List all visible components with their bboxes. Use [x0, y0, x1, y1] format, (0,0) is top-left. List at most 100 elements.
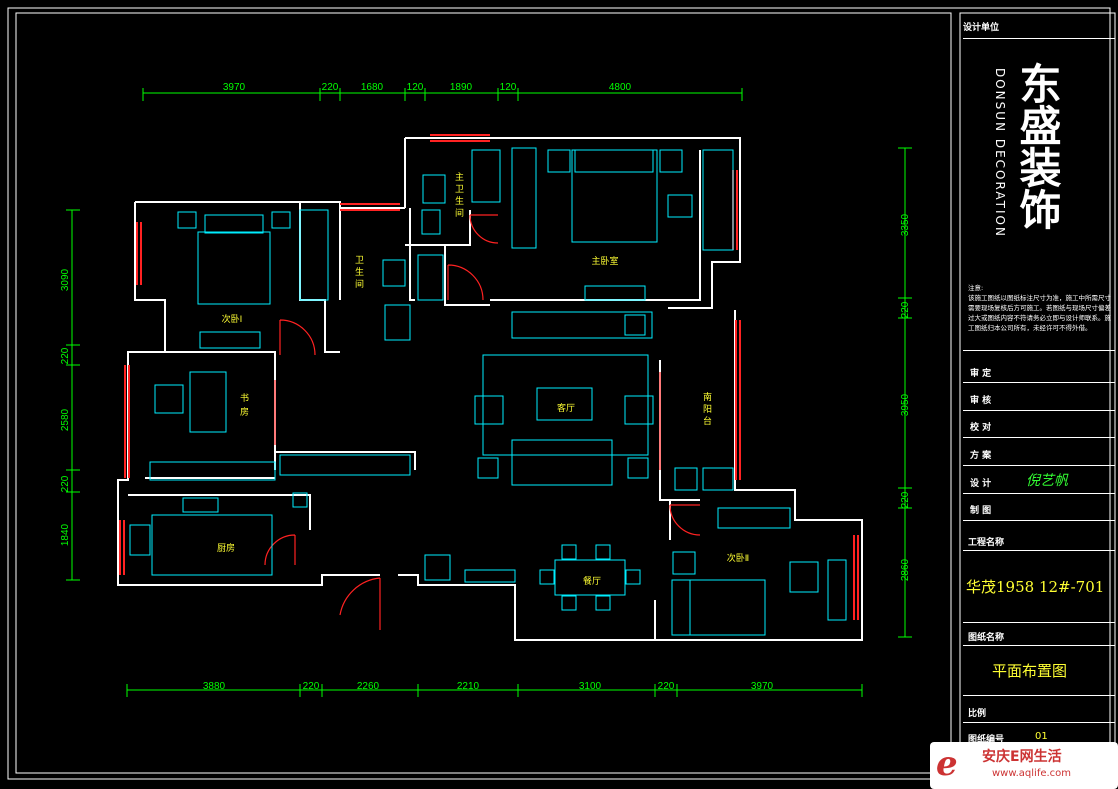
tb-row-1: 审 定: [970, 369, 992, 379]
drawing-number: 01: [1035, 731, 1048, 742]
dining-table: [554, 559, 626, 596]
dim-top-1: 3970: [223, 82, 246, 93]
watermark: e 安庆E网生活 www.aqlife.com: [930, 742, 1118, 789]
tb-row-6: 制 图: [970, 506, 992, 516]
watermark-name: 安庆E网生活: [982, 749, 1062, 765]
dim-top-6: 120: [500, 82, 517, 93]
label-master-bedroom: 主卧室: [591, 255, 618, 267]
tb-divider: [963, 722, 1115, 723]
dim-bottom-2: 220: [303, 681, 320, 692]
living-rug: [482, 354, 649, 456]
toilet-master: [422, 174, 446, 204]
outer-frame: [7, 7, 1111, 780]
watermark-logo-icon: e: [936, 744, 958, 784]
label-bedroom1: 次卧Ⅰ: [222, 313, 243, 325]
dim-ticks-left: [66, 209, 80, 581]
dim-right-1: 3350: [900, 213, 911, 236]
tb-divider: [963, 437, 1115, 438]
kitchen-counter: [151, 514, 273, 576]
toilet: [382, 259, 406, 287]
tb-row-5: 设 计: [970, 479, 992, 489]
label-balcony: 南 阳 台: [703, 393, 713, 427]
study-cabinet: [149, 461, 276, 481]
watermark-url: www.aqlife.com: [992, 768, 1072, 779]
dim-right-4: 220: [900, 491, 911, 508]
tb-divider: [963, 695, 1115, 696]
label-bedroom2: 次卧Ⅱ: [727, 552, 749, 564]
drawing-label: 图纸名称: [968, 633, 1005, 643]
windows: [119, 134, 859, 620]
label-dining: 餐厅: [583, 575, 601, 587]
tb-row-2: 审 核: [970, 396, 992, 406]
walls: [117, 137, 863, 641]
bed-1: [197, 231, 271, 305]
project-label: 工程名称: [968, 538, 1005, 548]
dim-left-4: 220: [60, 475, 71, 492]
drawing-name: 平面布置图: [992, 662, 1068, 680]
tb-row-4: 方 案: [970, 451, 992, 461]
dim-left-2: 220: [60, 347, 71, 364]
wardrobe-2: [717, 507, 791, 529]
basin: [384, 304, 411, 341]
dim-right-5: 2860: [900, 558, 911, 581]
wardrobe-1: [299, 209, 329, 301]
drawing-frame: [15, 12, 952, 774]
dim-ticks-top: [142, 88, 743, 101]
doors: [264, 214, 701, 630]
dim-ticks-right: [898, 147, 912, 638]
dim-left-5: 1840: [60, 523, 71, 546]
dim-right-3: 3950: [900, 393, 911, 416]
label-master-bath: 主 卫 生 间: [455, 173, 465, 219]
tb-divider: [963, 38, 1115, 39]
dim-bottom-4: 2210: [457, 681, 480, 692]
designer-signature: 倪艺帆: [1026, 473, 1068, 489]
tb-divider: [963, 382, 1115, 383]
notes-text: 该施工图纸以图纸标注尺寸为准，施工中所需尺寸需要现场复核后方可施工。若图纸与现场…: [968, 294, 1111, 332]
label-bath: 卫 生 间: [355, 256, 365, 290]
furniture: [129, 147, 847, 636]
bed-master: [571, 149, 658, 243]
label-study: 书 房: [240, 394, 250, 418]
headboard-1: [204, 214, 264, 234]
tb-divider: [963, 465, 1115, 466]
dim-left-1: 3090: [60, 268, 71, 291]
tb-divider: [963, 410, 1115, 411]
tb-divider: [963, 550, 1115, 551]
design-unit-label: 设计单位: [963, 23, 1000, 33]
study-desk: [189, 371, 227, 433]
label-living: 客厅: [557, 402, 575, 414]
dim-left-3: 2580: [60, 408, 71, 431]
basin-master: [421, 209, 441, 235]
wardrobe-master: [511, 147, 537, 249]
project-name: 华茂1958 12#-701: [966, 578, 1105, 596]
dimension-lines: [66, 88, 912, 697]
tb-row-3: 校 对: [970, 423, 992, 433]
dim-bottom-5: 3100: [579, 681, 602, 692]
tb-divider: [963, 622, 1115, 623]
stove: [182, 497, 219, 513]
logo-cn: 东盛装饰: [1013, 62, 1062, 230]
tb-divider: [963, 350, 1115, 351]
scale-label: 比例: [968, 709, 987, 719]
number-label: 图纸编号: [968, 735, 1005, 745]
label-kitchen: 厨房: [217, 542, 235, 554]
bed-2: [689, 579, 766, 636]
dim-bottom-7: 3970: [751, 681, 774, 692]
notes-label: 注意:: [968, 284, 984, 292]
dim-top-2: 220: [322, 82, 339, 93]
bathtub: [471, 149, 501, 203]
dim-top-7: 4800: [609, 82, 632, 93]
notes: 注意: 该施工图纸以图纸标注尺寸为准，施工中所需尺寸需要现场复核后方可施工。若图…: [968, 283, 1114, 333]
dim-bottom-3: 2260: [357, 681, 380, 692]
dim-right-2: 220: [900, 301, 911, 318]
dim-top-3: 1680: [361, 82, 384, 93]
dim-ticks-bottom: [126, 684, 863, 697]
tb-divider: [963, 645, 1115, 646]
dim-bottom-6: 220: [658, 681, 675, 692]
dim-bottom-1: 3880: [203, 681, 226, 692]
tb-divider: [963, 520, 1115, 521]
dim-top-4: 120: [407, 82, 424, 93]
tb-divider: [963, 493, 1115, 494]
dim-top-5: 1890: [450, 82, 473, 93]
